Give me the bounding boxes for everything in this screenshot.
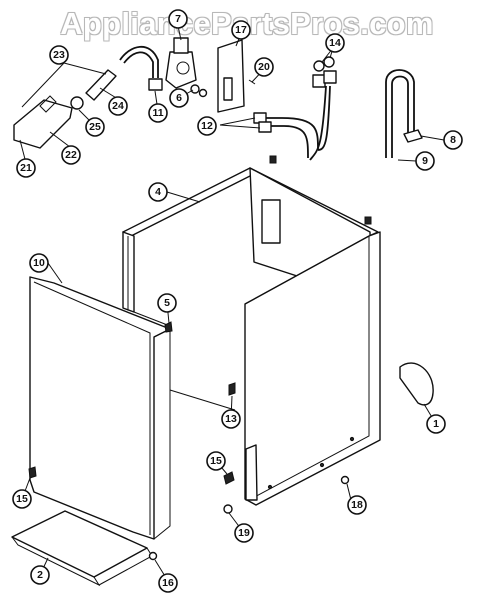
svg-text:11: 11: [152, 107, 163, 119]
motor-cover: [399, 362, 434, 406]
callout-19: 19: [234, 523, 254, 543]
svg-text:15: 15: [210, 455, 222, 467]
svg-text:12: 12: [201, 120, 213, 132]
callout-17: 17: [231, 20, 251, 40]
svg-text:10: 10: [33, 257, 45, 269]
svg-text:13: 13: [225, 413, 237, 425]
valve-bracket: [217, 39, 245, 113]
svg-text:17: 17: [235, 24, 247, 36]
water-valve: [165, 37, 197, 89]
fill-hose: [119, 45, 159, 78]
callout-8: 8: [443, 130, 463, 150]
svg-text:20: 20: [258, 61, 270, 73]
callout-11: 11: [148, 103, 168, 123]
svg-text:16: 16: [162, 577, 174, 589]
svg-text:6: 6: [176, 92, 182, 104]
callout-9: 9: [415, 151, 435, 171]
callout-5: 5: [157, 293, 177, 313]
callout-16: 16: [158, 573, 178, 593]
svg-text:23: 23: [53, 49, 65, 61]
grommet: [70, 96, 84, 110]
callout-10: 10: [29, 253, 49, 273]
svg-text:7: 7: [175, 13, 181, 25]
callout-24: 24: [108, 96, 128, 116]
screw: [198, 88, 208, 98]
svg-text:4: 4: [155, 186, 161, 198]
callout-2: 2: [30, 565, 50, 585]
callout-23: 23: [49, 45, 69, 65]
svg-text:5: 5: [164, 297, 170, 309]
svg-text:1: 1: [433, 418, 439, 430]
callout-1: 1: [426, 414, 446, 434]
svg-text:14: 14: [329, 37, 341, 49]
svg-text:24: 24: [112, 100, 124, 112]
callout-13: 13: [221, 409, 241, 429]
svg-text:22: 22: [65, 149, 77, 161]
callout-15-front: 15: [12, 489, 32, 509]
hose-clamp: [148, 78, 163, 91]
bottom-brace: [11, 510, 153, 587]
dispenser-bracket: [13, 99, 73, 149]
svg-text:25: 25: [89, 121, 101, 133]
callout-15-side: 15: [206, 451, 226, 471]
cabinet-wrapper: [122, 155, 381, 506]
inlet-hoses: [253, 56, 337, 161]
svg-text:8: 8: [450, 134, 456, 146]
callout-7: 7: [168, 9, 188, 29]
svg-text:2: 2: [37, 569, 43, 581]
screw: [190, 84, 200, 94]
callout-22: 22: [61, 145, 81, 165]
svg-text:18: 18: [351, 499, 363, 511]
svg-text:9: 9: [422, 155, 428, 167]
svg-text:21: 21: [20, 162, 32, 174]
drain-hose: [385, 69, 415, 158]
drain-hose-part: [85, 69, 117, 101]
svg-text:19: 19: [238, 527, 250, 539]
callout-18: 18: [347, 495, 367, 515]
callout-6: 6: [169, 88, 189, 108]
callout-21: 21: [16, 158, 36, 178]
front-panel: [29, 276, 171, 540]
svg-text:15: 15: [16, 493, 28, 505]
callout-20: 20: [254, 57, 274, 77]
callout-14: 14: [325, 33, 345, 53]
callout-4: 4: [148, 182, 168, 202]
callout-25: 25: [85, 117, 105, 137]
callout-12: 12: [197, 116, 217, 136]
hose-clip: [403, 129, 423, 143]
